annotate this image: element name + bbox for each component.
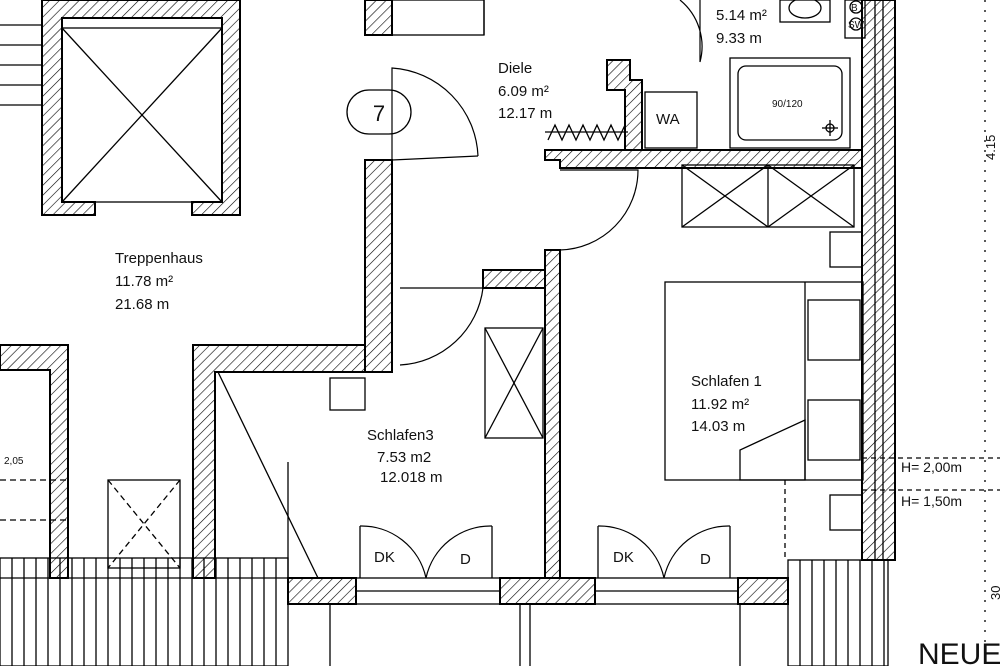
door-schlafen1: [559, 169, 639, 251]
box-schlafen3: [329, 377, 366, 411]
b-label: B: [851, 3, 858, 14]
washing-machine: [644, 91, 698, 149]
schlafen1-area: 11.92 m²: [691, 396, 749, 413]
treppenhaus-name: Treppenhaus: [115, 250, 203, 267]
window-d-2: D: [700, 551, 711, 568]
bed: [664, 281, 864, 481]
diele-perimeter: 12.17 m: [498, 105, 552, 122]
treppenhaus-perimeter: 21.68 m: [115, 296, 169, 313]
dimension-bottom: 30: [988, 586, 1000, 600]
wa-label: WA: [656, 111, 680, 128]
exterior-wall-bottom: [287, 577, 789, 605]
nightstand-bottom: [829, 494, 863, 531]
height-label-1: H= 2,00m: [901, 459, 962, 475]
unit-number-badge: [346, 89, 412, 135]
window-dk-2: DK: [613, 549, 634, 566]
schlafen3-area: 7.53 m2: [377, 449, 431, 466]
stair-steps-left: [0, 24, 42, 106]
schlafen1-name: Schlafen 1: [691, 373, 762, 390]
window-dk-1: DK: [374, 549, 395, 566]
balcony-railing-right: [787, 559, 889, 666]
balcony-railing-left: [0, 557, 289, 666]
wall-schlafen3-upper: [364, 159, 393, 373]
shaft-lower: [107, 479, 181, 569]
elevator-shaft: [41, 0, 241, 216]
bad-perimeter: 9.33 m: [716, 30, 762, 47]
door-diele-entry: [391, 67, 479, 160]
wall-diele-left: [364, 0, 393, 36]
shower-label: 90/120: [772, 99, 803, 110]
wall-wa-stub: [606, 59, 643, 151]
wall-center-vertical: [544, 249, 561, 579]
door-schlafen3: [399, 287, 484, 366]
left-dimension: 2,05: [4, 456, 24, 467]
bad-area: 5.14 m²: [716, 7, 767, 24]
schlafen1-perimeter: 14.03 m: [691, 418, 745, 435]
window-schlafen1: [597, 525, 731, 579]
schlafen3-name: Schlafen3: [367, 427, 434, 444]
door-bad: [679, 0, 703, 63]
shaft-box: [844, 0, 866, 39]
wardrobe-schlafen1: [681, 164, 855, 228]
unit-number: 7: [373, 101, 385, 126]
window-schlafen3: [359, 525, 493, 579]
schlafen3-perimeter: 12.018 m: [380, 469, 443, 486]
sw-label: SW: [848, 20, 865, 31]
height-label-2: H= 1,50m: [901, 493, 962, 509]
neu-label: NEUE: [918, 638, 1000, 666]
shower-tray: [729, 57, 851, 149]
balcony-supports: [329, 604, 741, 666]
diele-area: 6.09 m²: [498, 83, 549, 100]
window-d-1: D: [460, 551, 471, 568]
diele-name: Diele: [498, 60, 532, 77]
nightstand-top: [829, 231, 863, 268]
wardrobe-schlafen3: [484, 327, 544, 439]
treppenhaus-area: 11.78 m²: [115, 273, 173, 290]
toilet-fixture: [779, 0, 831, 23]
wall-exterior-right: [861, 0, 896, 561]
dimension-top: 4.15: [983, 135, 998, 160]
